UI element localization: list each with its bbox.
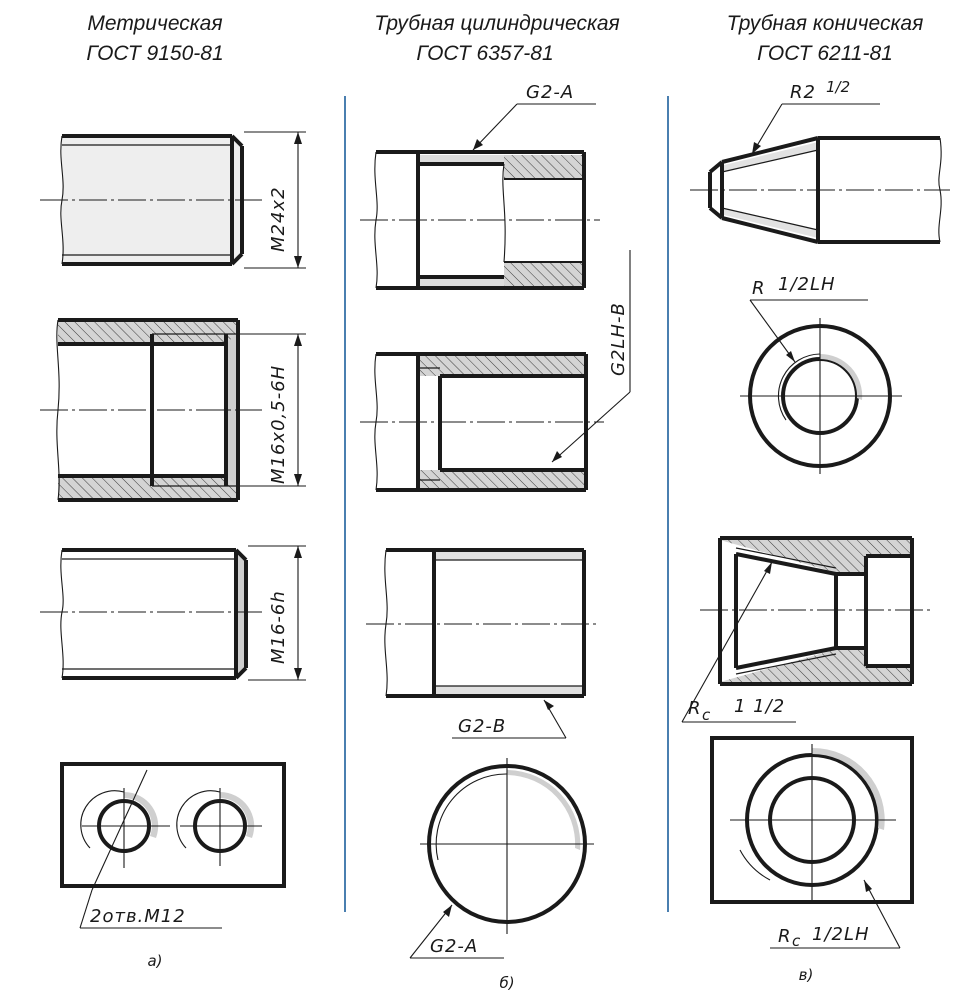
label-2-holes-m12: 2отв.M12: [90, 906, 186, 927]
caption-b: б): [499, 974, 514, 992]
metric-standard: ГОСТ 9150-81: [86, 42, 223, 65]
label-m16-6h: M16-6h: [268, 590, 289, 664]
label-rc-frac: 1 1/2: [734, 696, 785, 717]
label-m24x2: M24x2: [268, 186, 289, 252]
label-g2-b: G2-B: [458, 716, 506, 737]
label-r2-base: R2: [790, 82, 816, 103]
metric-internal-thread-m16: M16x0,5-6H: [40, 318, 306, 502]
pipe-conical-title: Трубная коническая: [727, 12, 924, 35]
label-rc-base: R: [688, 698, 702, 719]
caption-a: а): [147, 952, 162, 970]
label-rc2-sub: c: [792, 932, 801, 950]
caption-v: в): [799, 966, 814, 984]
metric-external-thread-m24: M24x2: [40, 131, 306, 269]
pipe-conical-internal-rc-1-half: R c 1 1/2: [681, 536, 930, 724]
label-rc2-base: R: [778, 926, 792, 947]
pipe-cylindrical-end-view-g2a: G2-A б): [409, 758, 594, 992]
pipe-cylindrical-standard: ГОСТ 6357-81: [416, 42, 553, 65]
metric-title: Метрическая: [87, 12, 222, 35]
label-rc2-frac: 1/2LH: [812, 924, 870, 945]
pipe-cylindrical-title: Трубная цилиндрическая: [374, 12, 620, 35]
pipe-conical-external-r2-half: R2 1/2: [690, 78, 950, 244]
pipe-cylindrical-external-g2a: G2-A: [360, 82, 600, 290]
label-g2a-top: G2-A: [526, 82, 574, 103]
pipe-conical-standard: ГОСТ 6211-81: [757, 42, 893, 65]
column-header-pipe-conical: Трубная коническая ГОСТ 6211-81: [727, 12, 924, 65]
pipe-cylindrical-external-g2b: G2-B: [366, 548, 600, 739]
label-r2-frac: 1/2: [826, 78, 850, 96]
label-r-half-lh-frac: 1/2LH: [778, 274, 836, 295]
metric-plate-two-holes: 2отв.M12 а): [60, 762, 286, 970]
pipe-conical-end-view-r-half-lh: R 1/2LH: [740, 274, 902, 474]
metric-external-thread-m16: M16-6h: [40, 545, 306, 681]
label-r-half-lh-base: R: [752, 278, 766, 299]
pipe-conical-plate-rc-half-lh: R c 1/2LH в): [710, 736, 914, 984]
pipe-cylindrical-internal-g2lhb: G2LH-B: [360, 250, 631, 492]
label-m16x05-6h: M16x0,5-6H: [268, 365, 289, 484]
label-g2a-bottom: G2-A: [430, 936, 478, 957]
label-rc-sub: c: [702, 706, 711, 724]
label-g2lh-b: G2LH-B: [608, 302, 629, 376]
column-header-metric: Метрическая ГОСТ 9150-81: [86, 12, 223, 65]
column-header-pipe-cylindrical: Трубная цилиндрическая ГОСТ 6357-81: [374, 12, 620, 65]
